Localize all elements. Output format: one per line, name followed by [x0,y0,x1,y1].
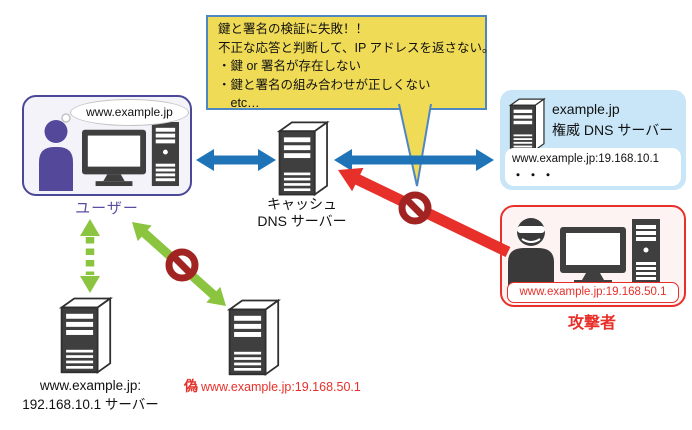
attacker-label: 攻撃者 [567,315,616,332]
cache-dns-server-icon [278,121,328,196]
fake-mark: 偽 [184,378,198,394]
fake-server-icon [228,299,280,376]
prohibition-icon-fake [169,252,195,278]
callout-line: 不正な応答と判断して、IP アドレスを返さない。 [218,40,495,55]
blue-double-arrow-cache-auth [334,149,494,171]
real-server-icon [60,297,112,374]
auth-record-box [505,148,681,186]
cache-dns-label-line2: DNS サーバー [257,213,347,229]
user-label: ユーザー [75,200,139,217]
callout-line: ・鍵と署名の組み合わせが正しくない [218,77,431,92]
auth-record: www.example.jp:19.168.10.1 [512,153,660,165]
real-server-label-line2: 192.168.10.1 サーバー [22,397,159,412]
auth-record-more: ・・・ [512,168,558,182]
real-server-label: www.example.jp: 192.168.10.1 サーバー [8,376,173,414]
green-dashed-arrow-head-top [80,219,100,236]
fake-record: www.example.jp:19.168.50.1 [201,380,361,394]
auth-server-role: 権威 DNS サーバー [552,122,674,138]
green-dashed-arrow-head-bottom [80,276,100,293]
callout-line: etc… [218,96,260,110]
callout-tail [398,103,432,187]
green-blocked-arrow [132,222,226,306]
validation-failure-callout: 鍵と署名の検証に失敗！！ 不正な応答と判断して、IP アドレスを返さない。 ・鍵… [206,15,495,110]
blue-double-arrow-user-cache [196,149,276,171]
callout-line: ・鍵 or 署名が存在しない [218,59,362,73]
cache-dns-label: キャッシュ DNS サーバー [240,196,364,230]
prohibition-icon-attack [402,195,428,221]
attacker-record-box: www.example.jp:19.168.50.1 [507,282,679,303]
user-thought-bubble: www.example.jp [70,99,189,126]
callout-line: 鍵と署名の検証に失敗！！ [218,22,369,36]
cache-dns-label-line1: キャッシュ [267,196,337,212]
real-server-label-line1: www.example.jp: [39,378,142,393]
auth-server-name: example.jp [552,101,620,117]
